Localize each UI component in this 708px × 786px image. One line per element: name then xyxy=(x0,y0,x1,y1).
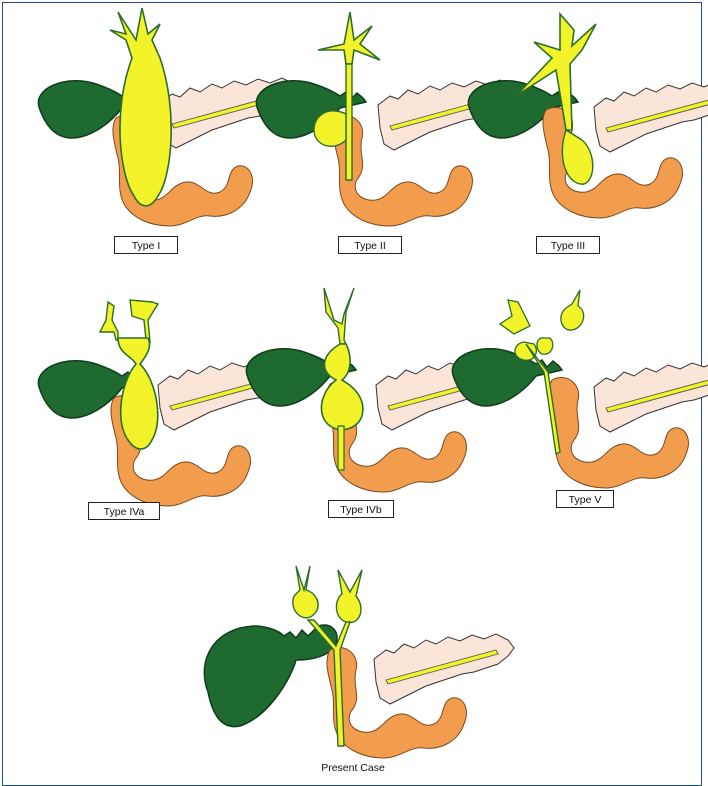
label-type-5: Type V xyxy=(556,490,614,508)
label-type-4a: Type IVa xyxy=(88,502,160,520)
label-type-1: Type I xyxy=(114,236,178,254)
panel-type-3-graphic xyxy=(468,14,708,218)
label-type-2: Type II xyxy=(338,236,402,254)
panel-type-5-graphic xyxy=(452,290,708,488)
panel-present-case-graphic xyxy=(204,566,514,758)
label-type-3: Type III xyxy=(536,236,600,254)
label-present-case: Present Case xyxy=(310,762,396,774)
label-type-4b: Type IVb xyxy=(328,500,394,518)
panel-type-4a-graphic xyxy=(38,300,298,506)
